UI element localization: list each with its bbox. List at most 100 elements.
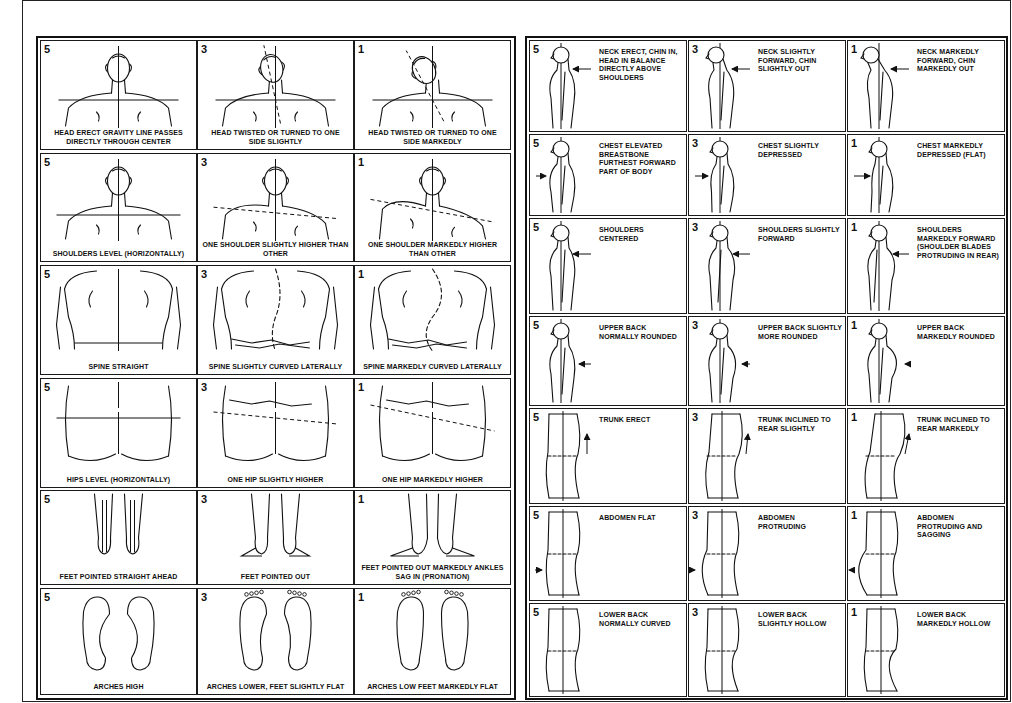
front-outline <box>868 339 876 402</box>
gravity-line <box>722 606 723 694</box>
heel-outline <box>98 538 111 554</box>
foot-outline <box>447 548 475 556</box>
rating-cell: 1HEAD TWISTED OR TURNED TO ONE SIDE MARK… <box>354 40 511 150</box>
arm-outline <box>880 166 883 204</box>
head-outline <box>871 141 887 157</box>
shoulder-outline <box>380 93 426 126</box>
back-outline <box>568 153 575 212</box>
rating-cell: 1FEET POINTED OUT MARKEDLY ANKLES SAG IN… <box>354 490 511 585</box>
rating-cell: 1ONE SHOULDER MARKEDLY HIGHER THAN OTHER <box>354 153 511 262</box>
arm-outline <box>562 250 565 302</box>
scapula-line <box>97 112 100 121</box>
score-number: 3 <box>198 154 207 168</box>
hip-outline <box>169 386 172 456</box>
pointer-arrow <box>695 176 708 177</box>
spine-line <box>118 269 119 351</box>
arm-outline <box>177 287 181 349</box>
scapula-line <box>145 291 149 307</box>
head-outline <box>553 47 569 63</box>
tilt-line <box>264 45 281 123</box>
outer-frame <box>23 1 1011 702</box>
posture-caption: SHOULDERS MARKEDLY FORWARD (SHOULDER BLA… <box>917 226 1001 260</box>
rating-cell: 3FEET POINTED OUT <box>197 490 354 585</box>
score-number: 3 <box>689 507 698 521</box>
curved-spine-line <box>426 269 441 351</box>
pointer-arrow <box>891 69 909 70</box>
front-outline <box>709 63 714 128</box>
score-number: 1 <box>355 154 364 168</box>
neck-outline <box>439 193 440 206</box>
scapula-line <box>254 222 257 231</box>
score-number: 1 <box>848 135 857 149</box>
head-figure <box>406 52 442 89</box>
waist-line <box>389 339 467 345</box>
heel-outline <box>255 538 268 554</box>
score-number: 3 <box>689 604 698 618</box>
rating-cell: 1ONE HIP MARKEDLY HIGHER <box>354 378 511 488</box>
scapula-line <box>403 291 407 307</box>
toe-print <box>412 591 416 595</box>
head-outline <box>871 323 887 339</box>
waist-line <box>236 344 310 348</box>
head-outline <box>712 323 728 339</box>
nose-outline <box>861 54 864 59</box>
score-number: 5 <box>530 409 539 423</box>
gravity-line <box>275 159 276 241</box>
band-line <box>707 650 735 651</box>
score-number: 3 <box>198 41 207 55</box>
gravity-line <box>432 46 433 128</box>
posture-caption: CHEST ELEVATED BREASTBONE FURTHEST FORWA… <box>599 142 683 176</box>
toe-print <box>288 590 292 594</box>
arm-outline <box>874 250 877 302</box>
toe-print <box>450 591 454 595</box>
band-line <box>867 511 895 512</box>
band-line <box>549 413 577 414</box>
ear-outline <box>263 177 265 185</box>
scapula-line <box>452 227 455 236</box>
rating-cell: 5SHOULDERS CENTERED <box>529 218 687 314</box>
posture-caption: SHOULDERS SLIGHTLY FORWARD <box>758 226 842 243</box>
back-outline <box>889 609 898 691</box>
leg-outline <box>95 494 99 538</box>
front-outline <box>709 339 717 402</box>
scapula-line <box>138 112 141 121</box>
pointer-arrow <box>694 570 695 571</box>
gravity-line <box>118 382 119 408</box>
score-number: 5 <box>530 317 539 331</box>
leg-outline <box>438 494 439 538</box>
leg-outline <box>139 494 143 538</box>
band-line <box>866 455 894 456</box>
nose-outline <box>551 54 554 59</box>
rating-cell: 1ARCHES LOW FEET MARKEDLY FLAT <box>354 588 511 695</box>
score-number: 5 <box>530 507 539 521</box>
posture-caption: LOWER BACK NORMALLY CURVED <box>599 611 683 628</box>
buttock-outline <box>69 454 116 461</box>
pointer-arrow <box>905 364 909 365</box>
leg-outline <box>409 494 413 538</box>
front-outline <box>867 63 871 128</box>
ear-outline <box>130 64 132 72</box>
scapula-line <box>246 291 250 307</box>
arm-outline <box>721 72 724 120</box>
tendon-line <box>134 500 135 552</box>
arm-outline <box>880 348 883 394</box>
band-line <box>708 690 738 691</box>
crease-line <box>230 400 312 406</box>
toe-print <box>460 593 464 597</box>
toe-print <box>417 590 421 594</box>
shoulder-outline <box>223 205 269 239</box>
rating-cell: 5SHOULDERS LEVEL (HORIZONTALLY) <box>40 153 197 262</box>
band-line <box>707 455 735 456</box>
torso-outline <box>455 271 487 349</box>
rating-cell: 3ONE HIP SLIGHTLY HIGHER <box>197 378 354 488</box>
band-line <box>548 553 576 554</box>
shoulder-outline <box>283 93 329 126</box>
right-panel-frame <box>526 37 1007 699</box>
arm-outline <box>562 72 565 120</box>
score-number: 5 <box>41 154 50 168</box>
posture-caption: ONE SHOULDER SLIGHTLY HIGHER THAN OTHER <box>198 241 353 261</box>
buttock-outline <box>436 454 483 461</box>
pointer-arrow <box>854 176 870 177</box>
back-outline <box>568 335 575 402</box>
score-number: 1 <box>848 41 857 55</box>
